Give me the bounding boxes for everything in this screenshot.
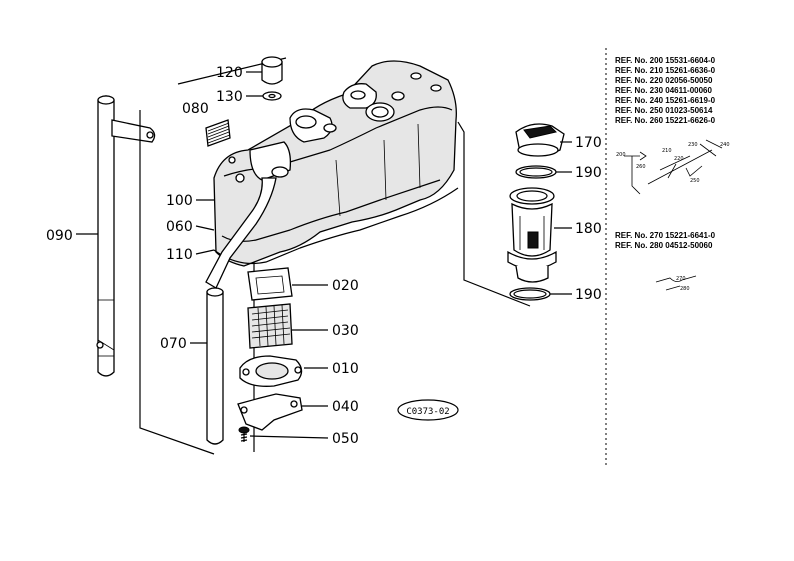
part-label-080: 080	[182, 101, 209, 117]
part-label-060: 060	[166, 219, 193, 235]
breather-hose-070	[206, 287, 224, 445]
assembly-frame-right	[457, 121, 531, 307]
ref-line-270: REF. No. 270 15221-6641-0	[615, 231, 716, 240]
part-label-190-upper: 190	[575, 165, 602, 181]
label-plate-080	[205, 119, 231, 147]
o-ring-190-lower	[509, 287, 551, 301]
part-label-020: 020	[332, 278, 359, 294]
part-label-010: 010	[332, 361, 359, 377]
svg-text:260: 260	[636, 164, 646, 170]
part-label-030: 030	[332, 323, 359, 339]
cover-plate-010	[239, 355, 303, 387]
reference-sketch-clip: 270 280	[655, 275, 697, 292]
svg-text:230: 230	[688, 142, 698, 148]
ref-line-240: REF. No. 240 15261-6619-0	[615, 96, 716, 105]
ref-line-250: REF. No. 250 01023-50614	[615, 106, 713, 115]
breather-elbow	[205, 141, 292, 289]
assembly-frame-left	[139, 110, 215, 455]
part-label-100: 100	[166, 193, 193, 209]
svg-text:200: 200	[616, 152, 626, 158]
diagram-code-oval	[397, 399, 459, 421]
svg-text:280: 280	[680, 286, 690, 292]
part-label-110: 110	[166, 247, 193, 263]
cap-nut-120	[261, 56, 283, 85]
ref-line-220: REF. No. 220 02056-50050	[615, 76, 713, 85]
leader-line-060	[195, 225, 215, 231]
part-label-050: 050	[332, 431, 359, 447]
washer-130	[262, 91, 282, 101]
ref-line-260: REF. No. 260 15221-6626-0	[615, 116, 716, 125]
svg-text:250: 250	[690, 178, 700, 184]
reference-sketch-dipstick: 200 210 220 230 240 250 260	[616, 139, 730, 195]
ref-line-200: REF. No. 200 15531-6604-0	[615, 56, 716, 65]
svg-text:270: 270	[676, 276, 686, 282]
filter-element-030	[247, 303, 293, 349]
part-label-090: 090	[46, 228, 73, 244]
part-label-180: 180	[575, 221, 602, 237]
o-ring-190-upper	[515, 165, 557, 179]
part-label-130: 130	[216, 89, 243, 105]
svg-text:220: 220	[674, 156, 684, 162]
filler-neck-180	[507, 187, 557, 283]
ref-line-230: REF. No. 230 04611-00060	[615, 86, 713, 95]
ref-line-210: REF. No. 210 15261-6636-0	[615, 66, 716, 75]
screw-050	[238, 426, 250, 442]
filler-cap-170	[515, 123, 565, 157]
ref-line-280: REF. No. 280 04512-50060	[615, 241, 713, 250]
gasket-020	[247, 267, 293, 301]
leader-line-110	[195, 249, 215, 255]
breather-pipe-090	[96, 95, 156, 377]
diagram-code: C0373-02	[406, 407, 449, 417]
part-label-190-lower: 190	[575, 287, 602, 303]
part-label-120: 120	[216, 65, 243, 81]
bracket-040	[237, 393, 303, 431]
part-label-170: 170	[575, 135, 602, 151]
part-label-070: 070	[160, 336, 187, 352]
part-label-040: 040	[332, 399, 359, 415]
leader-line-050	[249, 435, 329, 439]
svg-text:240: 240	[720, 142, 730, 148]
svg-text:210: 210	[662, 148, 672, 154]
